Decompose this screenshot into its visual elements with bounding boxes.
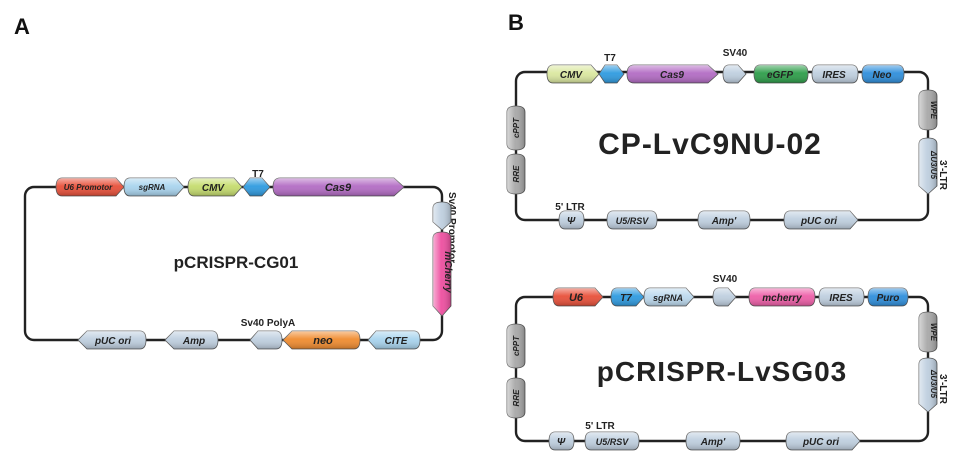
element-u6-promotor: U6 Promotor: [55, 177, 125, 197]
element-label: neo: [313, 335, 333, 347]
element-label: U6 Promotor: [64, 183, 113, 192]
element-cas9-cg01: Cas9: [272, 177, 405, 197]
element-t7-c9nu: [598, 64, 625, 84]
element-neo-c9nu: Neo: [861, 64, 905, 84]
element-sv40-c9nu: [722, 64, 747, 84]
element-label: sgRNA: [653, 293, 683, 303]
element-sv40-promotor-cg01: [432, 201, 452, 231]
element-label: pUC ori: [800, 216, 837, 227]
element-puc-ori-c9nu: pUC ori: [783, 210, 859, 230]
element-cite: CITE: [367, 330, 421, 350]
element-label: Neo: [873, 70, 892, 81]
element-mcherry-lvsg03: mcherry: [748, 287, 816, 307]
element-amp-c9nu: Amp': [697, 210, 751, 230]
plasmid-title-cg01: pCRISPR-CG01: [174, 253, 299, 272]
plasmid-title-c9nu: CP-LvC9NU-02: [598, 128, 822, 161]
element-sv40-polya-cg01: [249, 330, 283, 350]
element-label: pUC ori: [94, 336, 131, 347]
element-label: mCherry: [442, 251, 453, 293]
element-label: Cas9: [325, 182, 352, 194]
element-wpe-c9nu: WPE: [918, 89, 938, 131]
element-label: mcherry: [762, 293, 802, 304]
element-label: IRES: [822, 70, 846, 81]
annotation-sv40-promotor: Sv40 Promotor: [446, 192, 457, 263]
element-puro: Puro: [867, 287, 909, 307]
plasmid-map-pcrispr-lvsg03: pCRISPR-LvSG03 SV40 5' LTR 3'-LTR U6 T7 …: [506, 274, 948, 451]
annotation-t7-cg01: T7: [252, 169, 264, 180]
annotation-sv40-c9nu: SV40: [723, 48, 748, 59]
element-ires-c9nu: IRES: [811, 64, 859, 84]
element-neo-cg01: neo: [282, 330, 361, 350]
element-sv40-lvsg03: [712, 287, 737, 307]
element-label: WPE: [929, 323, 938, 342]
annotation-3ltr-lvsg03: 3'-LTR: [937, 374, 948, 405]
element-label: ΔU3/U5: [929, 150, 938, 180]
element-label: pUC ori: [802, 437, 839, 448]
element-psi-lvsg03: Ψ: [548, 431, 575, 451]
element-ires-lvsg03: IRES: [818, 287, 865, 307]
element-cmv-cg01: CMV: [187, 177, 243, 197]
element-cmv-c9nu: CMV: [546, 64, 600, 84]
element-label: U6: [569, 292, 584, 304]
element-u5-rsv-c9nu: U5/RSV: [606, 210, 658, 230]
element-psi-c9nu: Ψ: [558, 210, 585, 230]
element-cas9-c9nu: Cas9: [626, 64, 719, 84]
element-label: RRE: [512, 389, 521, 407]
element-label: Ψ: [557, 437, 566, 448]
element-label: Amp': [711, 216, 737, 227]
element-sgrna-lvsg03: sgRNA: [643, 287, 695, 307]
annotation-5ltr-c9nu: 5' LTR: [555, 202, 585, 213]
element-label: CITE: [385, 336, 408, 347]
element-t7-lvsg03: T7: [610, 287, 645, 307]
element-amp-cg01: Amp: [164, 330, 219, 350]
element-label: eGFP: [767, 70, 793, 81]
element-delta-u3-u5-c9nu: ΔU3/U5: [918, 137, 938, 195]
element-u6-lvsg03: U6: [552, 287, 604, 307]
element-label: IRES: [829, 293, 853, 304]
plasmid-title-lvsg03: pCRISPR-LvSG03: [597, 356, 848, 387]
plasmid-map-pcrispr-cg01: pCRISPR-CG01 T7 Sv40 Promotor Sv40 PolyA…: [23, 169, 457, 350]
element-cppt-c9nu: cPPT: [506, 105, 526, 151]
element-u5-rsv-lvsg03: U5/RSV: [584, 431, 640, 451]
element-label: Puro: [877, 293, 900, 304]
element-sgrna: sgRNA: [123, 177, 185, 197]
element-egfp: eGFP: [753, 64, 809, 84]
element-label: sgRNA: [139, 183, 166, 192]
element-label: T7: [620, 293, 632, 304]
element-delta-u3-u5-lvsg03: ΔU3/U5: [918, 357, 938, 413]
element-amp-lvsg03: Amp': [685, 431, 741, 451]
element-puc-ori-cg01: pUC ori: [77, 330, 147, 350]
panel-label-b: B: [508, 10, 524, 35]
plasmid-map-cp-lvc9nu-02: CP-LvC9NU-02 T7 SV40 5' LTR 3'-LTR CMV C…: [506, 48, 948, 230]
element-label: ΔU3/U5: [929, 369, 938, 399]
element-label: cPPT: [512, 117, 521, 138]
element-rre-c9nu: RRE: [506, 153, 526, 195]
annotation-5ltr-lvsg03: 5' LTR: [585, 421, 615, 432]
element-label: Amp': [700, 437, 726, 448]
element-label: U5/RSV: [596, 437, 630, 447]
element-label: Amp: [182, 336, 205, 347]
annotation-sv40-lvsg03: SV40: [713, 274, 738, 285]
element-rre-lvsg03: RRE: [506, 377, 526, 419]
element-label: cPPT: [512, 335, 521, 356]
element-cppt-lvsg03: cPPT: [506, 323, 526, 369]
element-label: WPE: [929, 101, 938, 120]
element-label: RRE: [512, 165, 521, 183]
element-label: Ψ: [567, 216, 576, 227]
element-label: CMV: [202, 183, 226, 194]
element-puc-ori-lvsg03: pUC ori: [785, 431, 861, 451]
annotation-sv40-polya: Sv40 PolyA: [241, 318, 295, 329]
annotation-3ltr-c9nu: 3'-LTR: [937, 160, 948, 191]
annotation-t7-c9nu: T7: [604, 53, 616, 64]
element-label: U5/RSV: [616, 216, 650, 226]
panel-label-a: A: [14, 14, 30, 39]
element-mcherry-cg01: mCherry: [432, 231, 453, 317]
element-wpe-lvsg03: WPE: [918, 311, 938, 353]
element-label: Cas9: [660, 70, 684, 81]
element-label: CMV: [560, 70, 584, 81]
element-t7-cg01: [242, 177, 271, 197]
